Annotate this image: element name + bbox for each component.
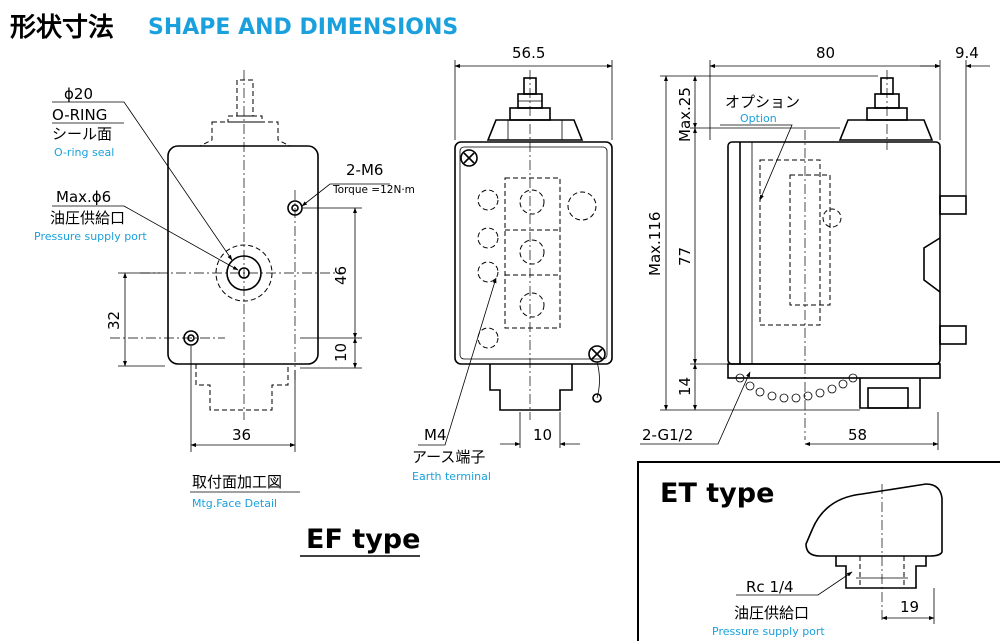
max-phi6-label: Max.ϕ6 (56, 188, 111, 206)
earth-en-label: Earth terminal (412, 470, 491, 483)
et-type-label: ET type (660, 478, 774, 509)
dim-36-label: 36 (232, 426, 251, 444)
earth-jp-label: アース端子 (412, 448, 485, 466)
mtg-caption-jp: 取付面加工図 (192, 473, 282, 491)
max116-label: Max.116 (646, 212, 664, 276)
oring-label: O-RING (52, 106, 107, 124)
mtg-caption-en: Mtg.Face Detail (192, 497, 277, 510)
dim-9-4-label: 9.4 (955, 44, 979, 62)
et-type-box (637, 461, 1000, 641)
m4-label: M4 (424, 426, 447, 444)
option-jp-label: オプション (725, 93, 800, 111)
phi20-label: ϕ20 (64, 85, 93, 103)
title-jp: 形状寸法 (10, 13, 114, 43)
dim-10-front-label: 10 (533, 426, 552, 444)
dim-80-label: 80 (816, 44, 835, 62)
dim-77-label: 77 (676, 247, 694, 266)
dim-46-label: 46 (332, 266, 350, 285)
g12-label: 2-G1/2 (642, 426, 693, 444)
dim-56-5-label: 56.5 (512, 44, 545, 62)
supply-jp-label: 油圧供給口 (50, 209, 125, 227)
front-view (418, 60, 613, 448)
side-view (640, 60, 990, 450)
dim-14-label: 14 (676, 377, 694, 396)
supply-en-label: Pressure supply port (34, 230, 147, 243)
torque-label: Torque =12N·m (332, 184, 415, 196)
title-en: SHAPE AND DIMENSIONS (148, 15, 458, 40)
dim-58-label: 58 (848, 426, 867, 444)
dim-19-label: 19 (900, 598, 919, 616)
rc-label: Rc 1/4 (746, 578, 794, 596)
max25-label: Max.25 (676, 87, 694, 142)
et-supply-en-label: Pressure supply port (712, 625, 825, 638)
dim-10-left-label: 10 (332, 343, 350, 362)
ef-type-label: EF type (306, 524, 420, 555)
dim-32-label: 32 (105, 311, 123, 330)
oring-en-label: O-ring seal (54, 146, 114, 159)
oring-jp-label: シール面 (52, 125, 112, 143)
et-supply-jp-label: 油圧供給口 (734, 604, 809, 622)
m6-label: 2-M6 (346, 161, 383, 179)
option-en-label: Option (740, 112, 777, 125)
mounting-face-view (52, 70, 390, 452)
